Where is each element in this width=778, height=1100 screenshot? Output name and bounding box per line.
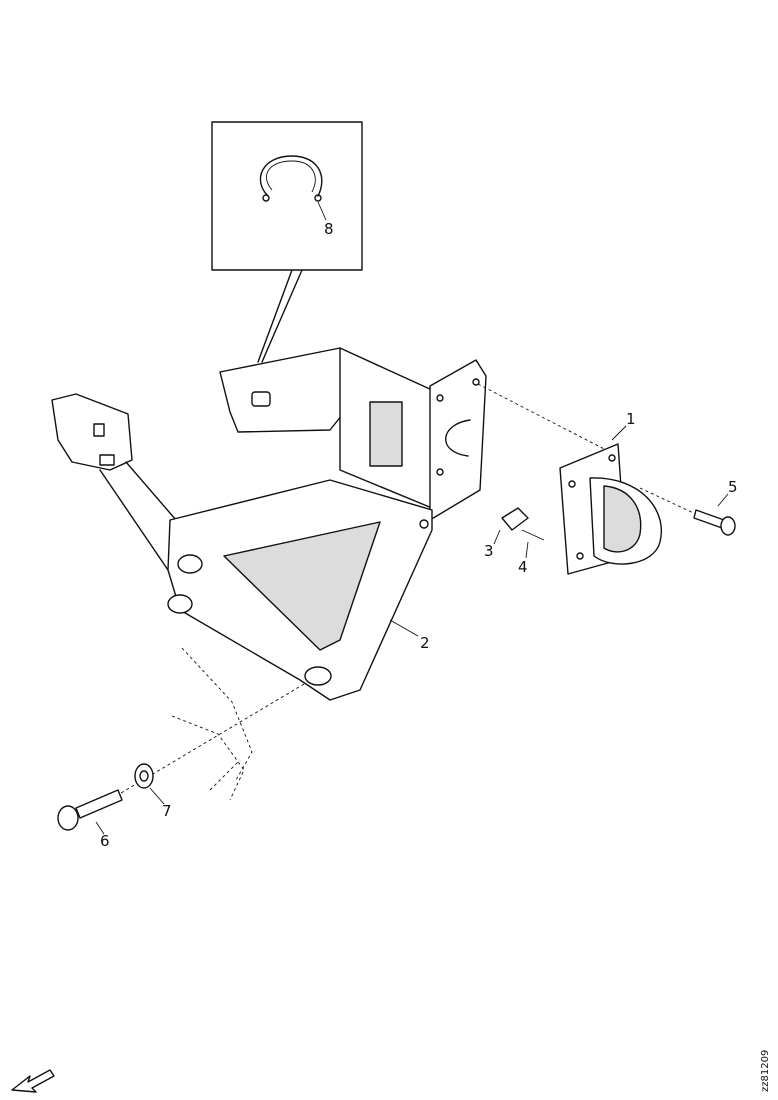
drawing-reference: zz81209	[760, 1050, 771, 1092]
callout-1: 1	[626, 410, 636, 428]
direction-arrow-icon	[11, 1069, 55, 1093]
callout-8-inset: 8	[324, 220, 334, 238]
callout-labels: 8 2 3 4 1 5 7 6	[100, 220, 738, 850]
mounting-bracket	[51, 347, 487, 701]
tab-nut-and-screw	[493, 507, 545, 559]
callout-3: 3	[484, 542, 494, 560]
callout-2: 2	[420, 634, 430, 652]
light-assembly	[477, 383, 736, 575]
frame-phantom	[171, 647, 253, 801]
bolt-and-washer	[57, 683, 305, 835]
callout-6: 6	[100, 832, 110, 850]
callout-5: 5	[728, 478, 738, 496]
callout-4: 4	[518, 558, 528, 576]
detail-inset	[211, 121, 363, 363]
callout-7: 7	[162, 802, 172, 820]
